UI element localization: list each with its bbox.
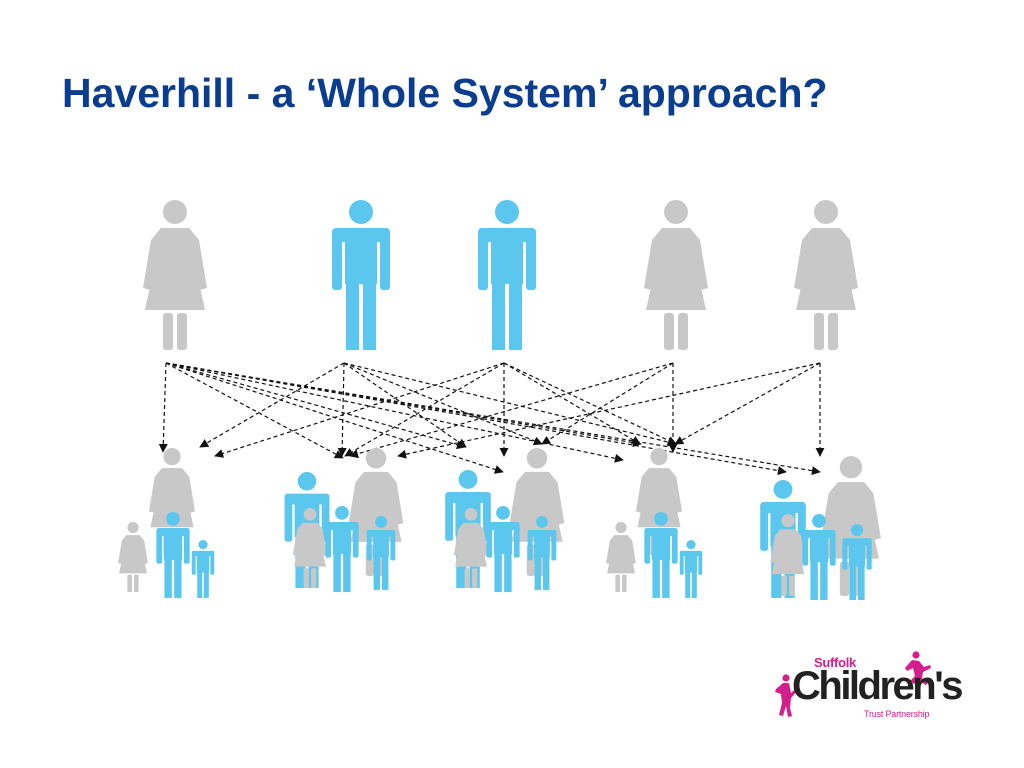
- whole-system-diagram: [118, 200, 881, 600]
- male-figure-2: [332, 200, 390, 350]
- arrow-1-3: [165, 362, 466, 450]
- male-figure-icon: [325, 506, 359, 592]
- male-figure-icon: [191, 540, 215, 598]
- arrow-2-4: [343, 362, 543, 446]
- arrow-1-1: [158, 362, 168, 453]
- arrow-1-8: [165, 362, 821, 476]
- arrow-2-3: [343, 362, 467, 448]
- male-figure-icon: [842, 524, 872, 600]
- slide-title: Haverhill - a ‘Whole System’ approach?: [62, 70, 828, 116]
- family-groups: [118, 448, 881, 600]
- arrow-3-2: [344, 362, 505, 457]
- male-figure-icon: [802, 514, 836, 600]
- female-figure-icon: [770, 514, 806, 596]
- arrow-4-2: [541, 362, 674, 445]
- arrow-2-5: [343, 362, 677, 447]
- female-figure-icon: [118, 522, 148, 592]
- female-figure-icon: [292, 508, 328, 588]
- male-figure-icon: [156, 512, 190, 598]
- family-group-1: [118, 448, 215, 598]
- male-figure-icon: [486, 506, 520, 592]
- female-figure-icon: [606, 522, 636, 592]
- male-figure-3: [478, 200, 536, 350]
- arrow-5-1: [397, 362, 821, 459]
- top-row-people: [143, 200, 858, 350]
- arrow-3-4: [503, 362, 641, 445]
- arrow-1-5: [165, 362, 624, 463]
- arrow-2-1: [199, 362, 345, 448]
- logo-trust-partnership-text: Trust Partnership: [864, 709, 930, 719]
- family-group-5: [760, 456, 881, 600]
- female-figure-icon: [453, 508, 489, 588]
- connection-arrows: [158, 362, 825, 476]
- female-figure-4: [644, 200, 708, 350]
- female-figure-5: [794, 200, 858, 350]
- family-group-2: [284, 448, 404, 592]
- arrow-3-5: [503, 362, 677, 445]
- arrow-1-2: [165, 362, 344, 459]
- logo-figures-icon: [775, 651, 931, 717]
- logo-childrens-text: Children's: [792, 664, 963, 708]
- male-figure-icon: [644, 512, 678, 598]
- male-figure-icon: [679, 540, 703, 598]
- male-figure-icon: [527, 516, 557, 590]
- male-figure-icon: [366, 516, 396, 590]
- logo-suffolk-text: Suffolk: [814, 655, 856, 670]
- arrow-3-1: [214, 362, 505, 458]
- family-group-3: [445, 448, 565, 592]
- family-group-4: [606, 448, 703, 598]
- suffolk-childrens-trust-logo: Suffolk Children's Trust Partnership: [772, 648, 972, 728]
- arrow-5-2: [674, 362, 821, 445]
- female-figure-1: [143, 200, 207, 350]
- arrow-4-1: [349, 362, 674, 459]
- arrow-2-2: [337, 362, 347, 457]
